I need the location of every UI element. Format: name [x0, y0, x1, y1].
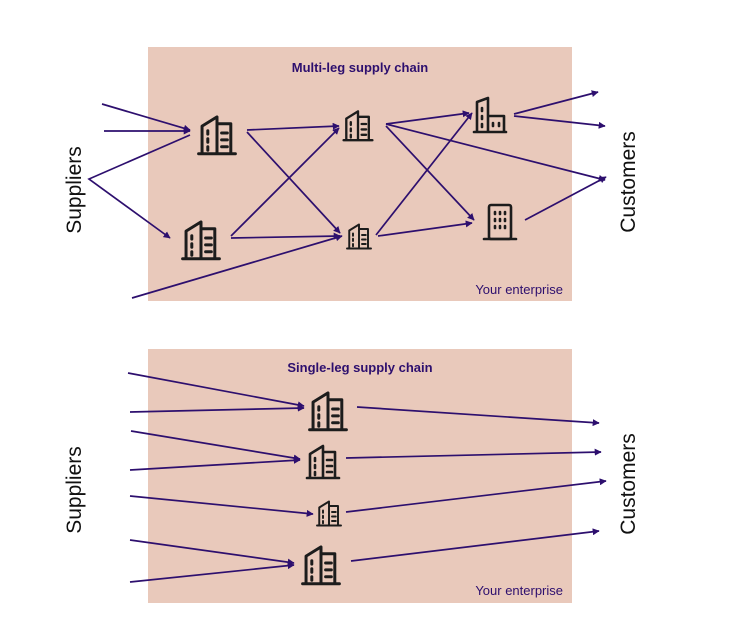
multi-leg-enterprise-label: Your enterprise [475, 282, 563, 297]
flow-supplier-3 [130, 430, 301, 462]
flow-supplier-1 [127, 372, 305, 409]
flow-to-customer-4 [350, 528, 600, 562]
flow-supplier-3 [131, 234, 343, 299]
flow-b-to-c [230, 127, 340, 237]
flow-to-customer-2 [345, 448, 602, 459]
flow-supplier-7 [129, 562, 295, 583]
multi-leg-panel: Multi-leg supply chain Your enterprise [148, 47, 572, 301]
flow-supplier-5 [129, 495, 314, 517]
multi-leg-suppliers-label: Suppliers [63, 146, 86, 234]
flow-c-to-customer [385, 123, 606, 182]
flow-b-to-d [230, 232, 341, 240]
flow-a-to-d [246, 131, 341, 234]
flow-a-to-c [246, 122, 340, 131]
flow-to-customer-1 [356, 406, 600, 427]
single-leg-customers-label: Customers [617, 433, 640, 535]
flow-supplier-1 [101, 103, 191, 132]
multi-leg-customers-label: Customers [617, 131, 640, 233]
flow-c-to-f [385, 125, 475, 221]
flow-supplier-2 [129, 404, 305, 413]
single-leg-panel: Single-leg supply chain Your enterprise [148, 349, 572, 603]
multi-leg-enterprise-box [148, 47, 572, 301]
flow-supplier-6 [129, 539, 295, 566]
single-leg-flows [127, 372, 607, 583]
multi-leg-flows [87, 90, 607, 299]
flow-supplier-4 [129, 456, 301, 471]
flow-e-to-customer-1 [513, 90, 599, 115]
single-leg-enterprise-box [148, 349, 572, 603]
flow-d-to-e [375, 112, 473, 236]
single-leg-title: Single-leg supply chain [287, 360, 432, 375]
flow-supplier-fork [87, 134, 191, 239]
single-leg-suppliers-label: Suppliers [63, 446, 86, 534]
flow-d-to-f [377, 220, 473, 237]
flow-to-customer-3 [345, 478, 607, 513]
flow-f-to-customer [524, 176, 607, 221]
single-leg-enterprise-label: Your enterprise [475, 583, 563, 598]
flow-e-to-customer-2 [513, 115, 606, 129]
flow-c-to-e [385, 110, 470, 125]
multi-leg-title: Multi-leg supply chain [292, 60, 429, 75]
